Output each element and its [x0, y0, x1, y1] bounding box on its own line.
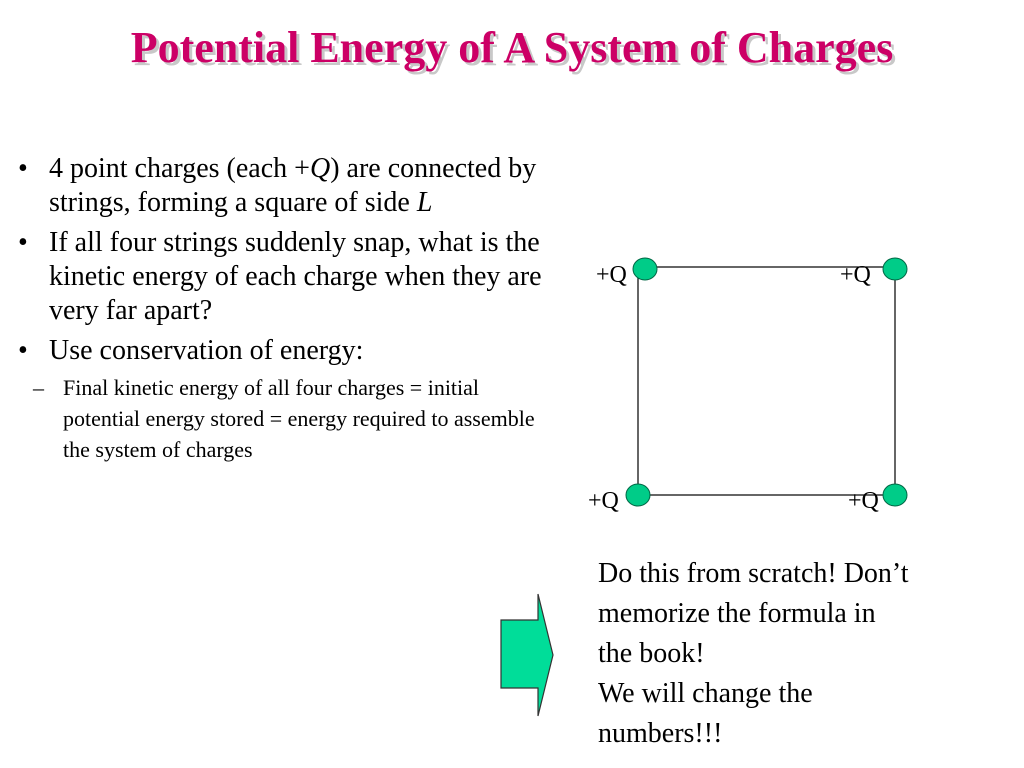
- charge-bottom-left: [625, 483, 651, 507]
- charge-label-top-left: +Q: [596, 262, 627, 288]
- bullet-item-1: • 4 point charges (each +Q) are connecte…: [18, 152, 548, 220]
- note-line: Do this from scratch! Don’t: [598, 558, 909, 589]
- bullet-marker: •: [18, 227, 28, 258]
- note-line: the book!: [598, 638, 705, 669]
- string-square: [637, 266, 896, 496]
- bullet-marker: •: [18, 335, 28, 366]
- bullet-1-text-middle: ) are connected by strings, forming a sq…: [49, 153, 537, 218]
- sub-bullet-item: – Final kinetic energy of all four charg…: [18, 372, 548, 465]
- charge-square-diagram: +Q +Q +Q +Q: [588, 257, 908, 514]
- note-line: numbers!!!: [598, 718, 723, 749]
- bullet-3-text: Use conservation of energy:: [49, 335, 364, 366]
- charge-label-bottom-left: +Q: [588, 488, 619, 514]
- note-line: memorize the formula in: [598, 598, 876, 629]
- right-arrow-icon: [500, 593, 554, 717]
- bullet-marker: •: [18, 153, 28, 184]
- bullet-1-text-start: 4 point charges (each +: [49, 153, 310, 184]
- bullet-list: • 4 point charges (each +Q) are connecte…: [18, 152, 548, 471]
- sub-bullet-text: Final kinetic energy of all four charges…: [63, 375, 535, 462]
- bullet-1-italic-l: L: [416, 187, 433, 218]
- charge-label-bottom-right: +Q: [848, 488, 879, 514]
- charge-label-top-right: +Q: [840, 262, 871, 288]
- slide-title: Potential Energy of A System of Charges: [130, 23, 894, 72]
- charge-bottom-right: [882, 483, 908, 507]
- charge-top-left: [632, 257, 658, 281]
- bullet-item-3: • Use conservation of energy: – Final ki…: [18, 334, 548, 465]
- note-line: We will change the: [598, 678, 813, 709]
- charge-top-right: [882, 257, 908, 281]
- bullet-1-italic-q: Q: [309, 153, 331, 184]
- bullet-item-2: • If all four strings suddenly snap, wha…: [18, 226, 548, 328]
- note-text-block: Do this from scratch! Don’t memorize the…: [598, 554, 1008, 754]
- sub-bullet-list: – Final kinetic energy of all four charg…: [33, 372, 548, 465]
- bullet-2-text: If all four strings suddenly snap, what …: [49, 227, 542, 326]
- sub-bullet-marker: –: [33, 375, 44, 400]
